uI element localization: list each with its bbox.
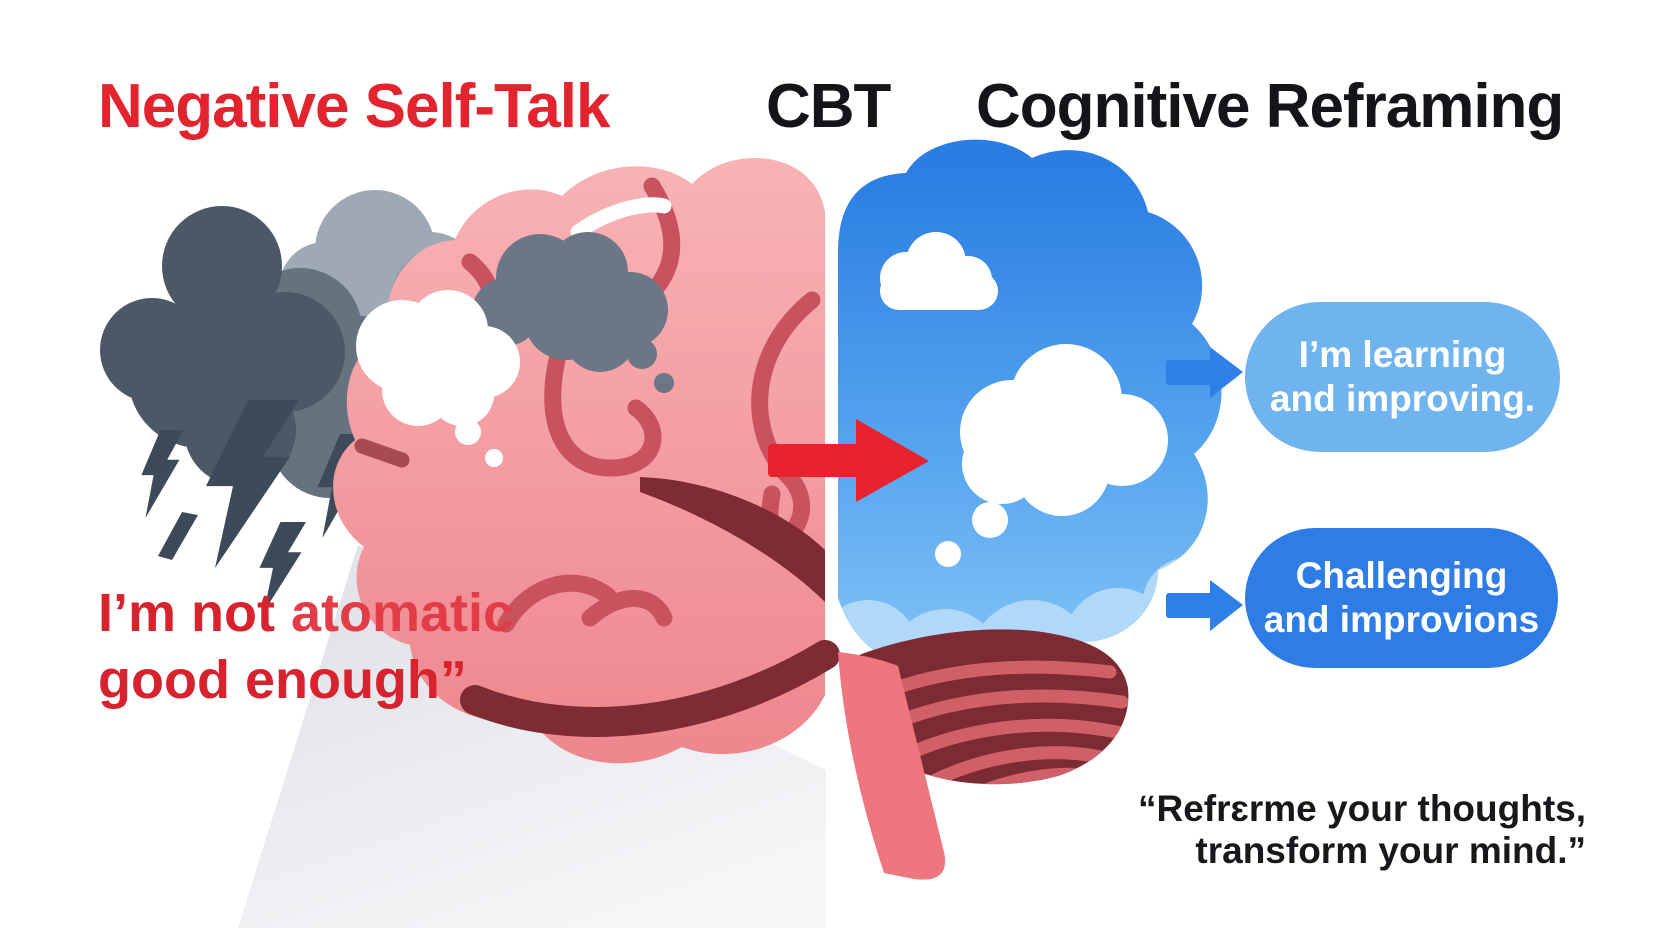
negative-thought-emphasis: I’m not <box>98 583 275 643</box>
cbt-title: CBT <box>766 72 891 141</box>
arrow-right-icon <box>1166 580 1243 631</box>
negative-self-talk-title: Negative Self-Talk <box>98 72 610 141</box>
brainstem-icon <box>838 652 946 880</box>
bubble-1-line2: and improving. <box>1269 378 1536 419</box>
footer-quote-line1: “Refrɛrme your thoughts, <box>1137 788 1586 829</box>
reframed-thought-bubble-2: Challenging and improvions <box>1245 528 1558 668</box>
arrow-right-icon <box>1166 347 1243 398</box>
thought-bubble-icon <box>935 344 1168 567</box>
dark-thought-cloud-icon <box>472 232 674 393</box>
footer-quote-line2: transform your mind.” <box>1195 830 1586 872</box>
bubble-1-line1: I’m learning <box>1298 334 1507 376</box>
transform-arrow-icon <box>768 419 929 502</box>
footer-quote: “Refrɛrme your thoughts, transform your … <box>1138 788 1586 872</box>
lightning-bolt-icon <box>141 400 368 612</box>
reframed-thought-bubble-1: I’m learning and improving. <box>1245 302 1560 452</box>
negative-thought-rest: atomatic <box>290 583 514 643</box>
bubble-2-line1: Challenging <box>1295 555 1508 597</box>
bubble-2-line2: and improvions <box>1263 599 1540 640</box>
cloud-shadow <box>238 545 826 928</box>
cloud-icon <box>880 232 998 310</box>
negative-thought-line2: good enough” <box>98 649 467 710</box>
cognitive-reframing-title: Cognitive Reframing <box>976 72 1564 141</box>
white-thought-cloud-icon <box>356 290 520 467</box>
